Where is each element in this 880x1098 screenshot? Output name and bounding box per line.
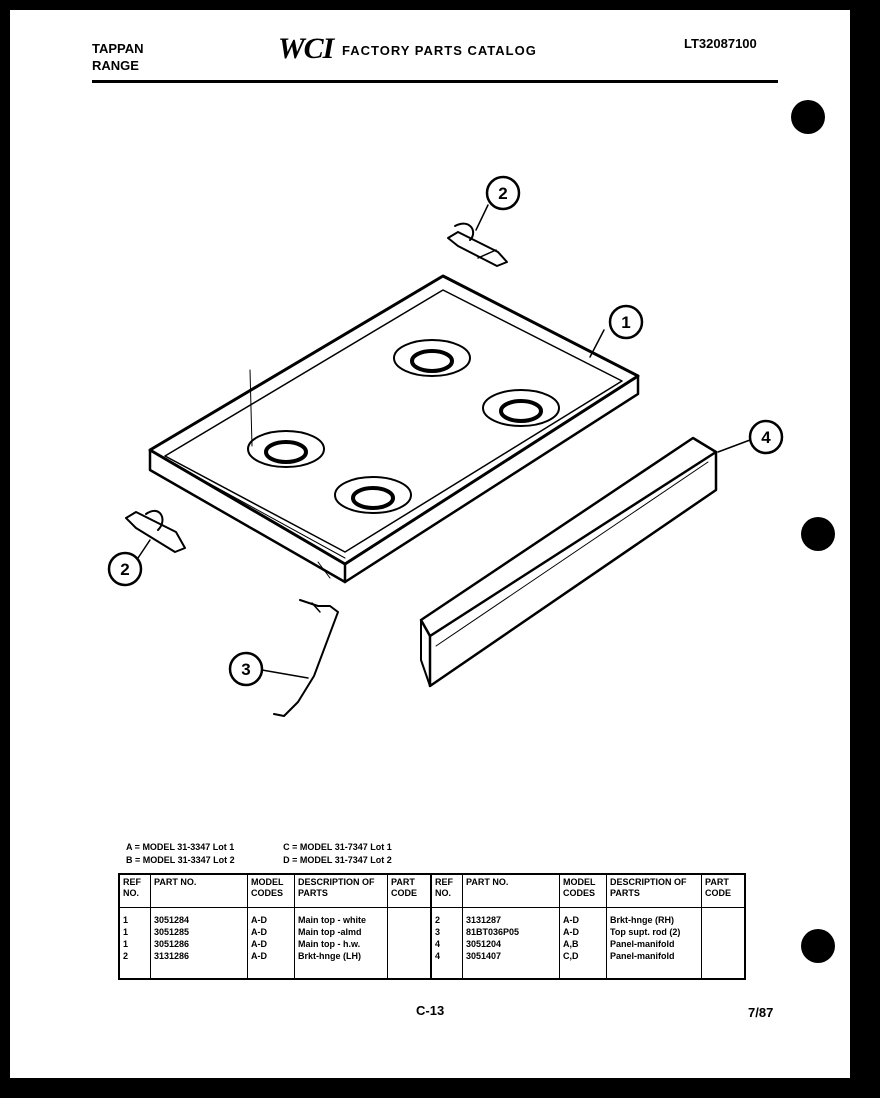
callout-3: 3 — [228, 651, 309, 687]
callout-1-number: 1 — [621, 313, 630, 332]
brand-block: TAPPAN RANGE — [92, 40, 144, 74]
col-part-no: PART NO. — [462, 873, 560, 908]
catalog-date: 7/87 — [748, 1005, 774, 1020]
col-model-codes: MODEL CODES — [559, 873, 607, 908]
callout-2-lower-number: 2 — [120, 560, 129, 579]
burner-opening — [247, 430, 325, 468]
col-ref-no: REF NO. — [430, 873, 463, 908]
binder-hole-bottom — [801, 929, 835, 963]
parts-table-header: REF NO. PART NO. MODEL CODES DESCRIPTION… — [118, 873, 746, 908]
description-cell: Brkt-hnge (RH) Top supt. rod (2) Panel-m… — [606, 907, 702, 979]
top-support-rod — [273, 599, 339, 717]
catalog-number: LT32087100 — [684, 36, 757, 51]
parts-table: REF NO. PART NO. MODEL CODES DESCRIPTION… — [118, 873, 746, 980]
binder-hole-top — [791, 100, 825, 134]
callout-2-lower: 2 — [107, 539, 151, 587]
brand-name: TAPPAN — [92, 41, 144, 56]
burner-opening — [482, 389, 560, 427]
model-legend-entry: A = MODEL 31-3347 Lot 1 — [126, 842, 235, 852]
col-description: DESCRIPTION OF PARTS — [294, 873, 388, 908]
callout-1: 1 — [589, 304, 644, 358]
col-part-code: PART CODE — [701, 873, 746, 908]
model-legend-entry: C = MODEL 31-7347 Lot 1 — [283, 842, 392, 852]
parts-table-body: 1 1 1 2 3051284 3051285 3051286 3131286 … — [118, 907, 746, 979]
model-legend-entry: D = MODEL 31-7347 Lot 2 — [283, 855, 392, 865]
wci-logo: WCI — [278, 32, 334, 65]
product-type: RANGE — [92, 58, 139, 73]
binder-hole-middle — [801, 517, 835, 551]
col-part-code: PART CODE — [387, 873, 432, 908]
hinge-bracket-left — [125, 509, 186, 553]
part-code-cell — [701, 907, 746, 979]
callout-4-number: 4 — [761, 428, 771, 447]
page-number: C-13 — [416, 1003, 445, 1018]
burner-opening — [334, 476, 412, 514]
catalog-title: FACTORY PARTS CATALOG — [342, 43, 537, 58]
callout-2-upper: 2 — [475, 175, 521, 231]
callout-2-upper-number: 2 — [498, 184, 507, 203]
callout-3-number: 3 — [241, 660, 250, 679]
description-cell: Main top - white Main top -almd Main top… — [294, 907, 388, 979]
model-codes-cell: A-D A-D A,B C,D — [559, 907, 607, 979]
col-ref-no: REF NO. — [118, 873, 151, 908]
burner-opening — [393, 339, 471, 377]
part-no-cell: 3131287 81BT036P05 3051204 3051407 — [462, 907, 560, 979]
ref-no-cell: 2 3 4 4 — [430, 907, 463, 979]
model-legend: A = MODEL 31-3347 Lot 1 B = MODEL 31-334… — [126, 841, 438, 867]
header-rule — [92, 80, 778, 83]
col-model-codes: MODEL CODES — [247, 873, 295, 908]
ref-no-cell: 1 1 1 2 — [118, 907, 151, 979]
manifold-panel — [419, 436, 718, 688]
col-description: DESCRIPTION OF PARTS — [606, 873, 702, 908]
part-no-cell: 3051284 3051285 3051286 3131286 — [150, 907, 248, 979]
main-top-part — [148, 274, 640, 584]
part-code-cell — [387, 907, 432, 979]
model-legend-entry: B = MODEL 31-3347 Lot 2 — [126, 855, 235, 865]
callout-4: 4 — [717, 419, 784, 455]
col-part-no: PART NO. — [150, 873, 248, 908]
model-codes-cell: A-D A-D A-D A-D — [247, 907, 295, 979]
hinge-bracket-right — [447, 222, 508, 267]
